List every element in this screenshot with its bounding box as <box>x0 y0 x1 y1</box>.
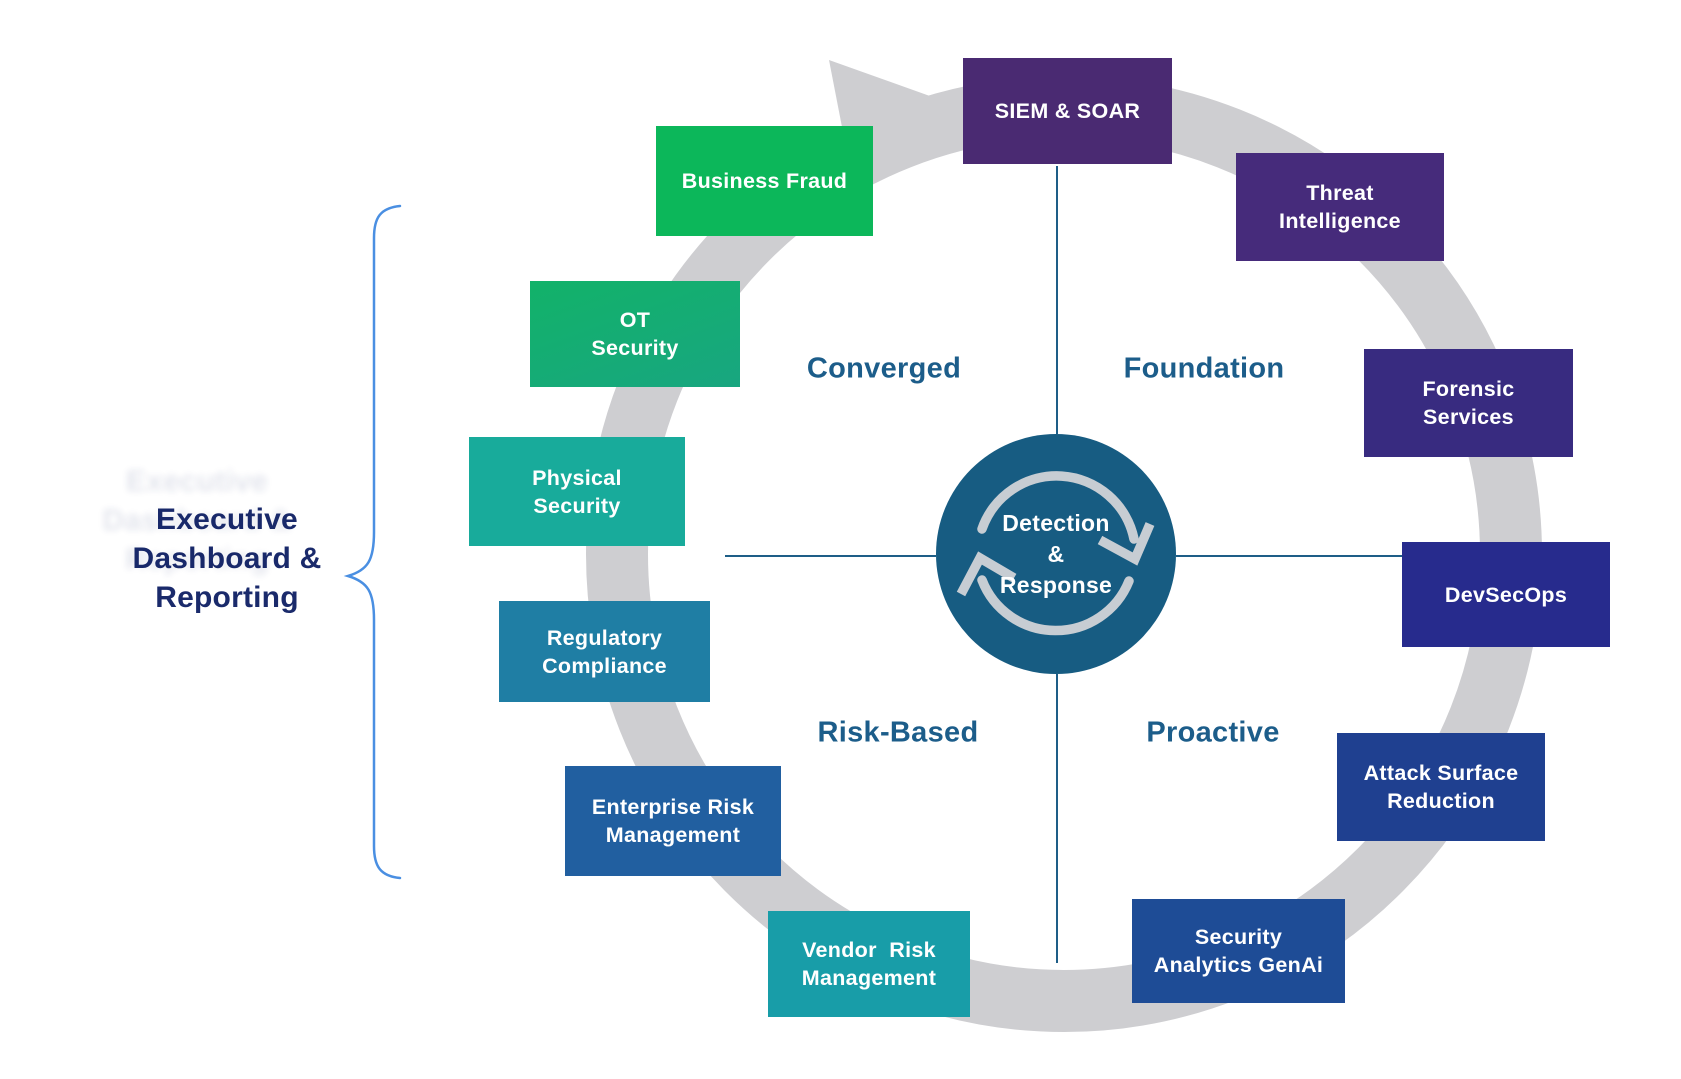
node-business-fraud: Business Fraud <box>656 126 873 236</box>
quadrant-label-converged: Converged <box>806 352 962 385</box>
node-enterprise-risk-management: Enterprise Risk Management <box>565 766 781 876</box>
left-curly-brace <box>343 204 402 880</box>
node-forensic-services: Forensic Services <box>1364 349 1573 457</box>
executive-dashboard-label: Executive Dashboard & Reporting <box>132 503 322 614</box>
node-physical-security: Physical Security <box>469 437 685 546</box>
node-attack-surface-reduction: Attack Surface Reduction <box>1337 733 1545 841</box>
node-ot-security: OT Security <box>530 281 740 387</box>
quadrant-label-foundation: Foundation <box>1123 352 1285 385</box>
horizontal-axis-left <box>725 555 936 557</box>
node-vendor-risk-management: Vendor Risk Management <box>768 911 970 1017</box>
detection-response-label: Detection & Response <box>999 509 1113 598</box>
node-regulatory-compliance: Regulatory Compliance <box>499 601 710 702</box>
horizontal-axis-right <box>1176 555 1402 557</box>
detection-response-circle: Detection & Response <box>936 434 1176 674</box>
quadrant-label-proactive: Proactive <box>1146 716 1280 749</box>
vertical-axis-top <box>1056 166 1058 434</box>
quadrant-label-risk-based: Risk-Based <box>817 716 979 749</box>
vertical-axis-bottom <box>1056 674 1058 963</box>
cycle-arrows-icon <box>956 471 1155 636</box>
node-devsecops: DevSecOps <box>1402 542 1610 647</box>
node-security-analytics-genai: Security Analytics GenAi <box>1132 899 1345 1003</box>
node-siem-soar: SIEM & SOAR <box>963 58 1172 164</box>
node-threat-intelligence: Threat Intelligence <box>1236 153 1444 261</box>
